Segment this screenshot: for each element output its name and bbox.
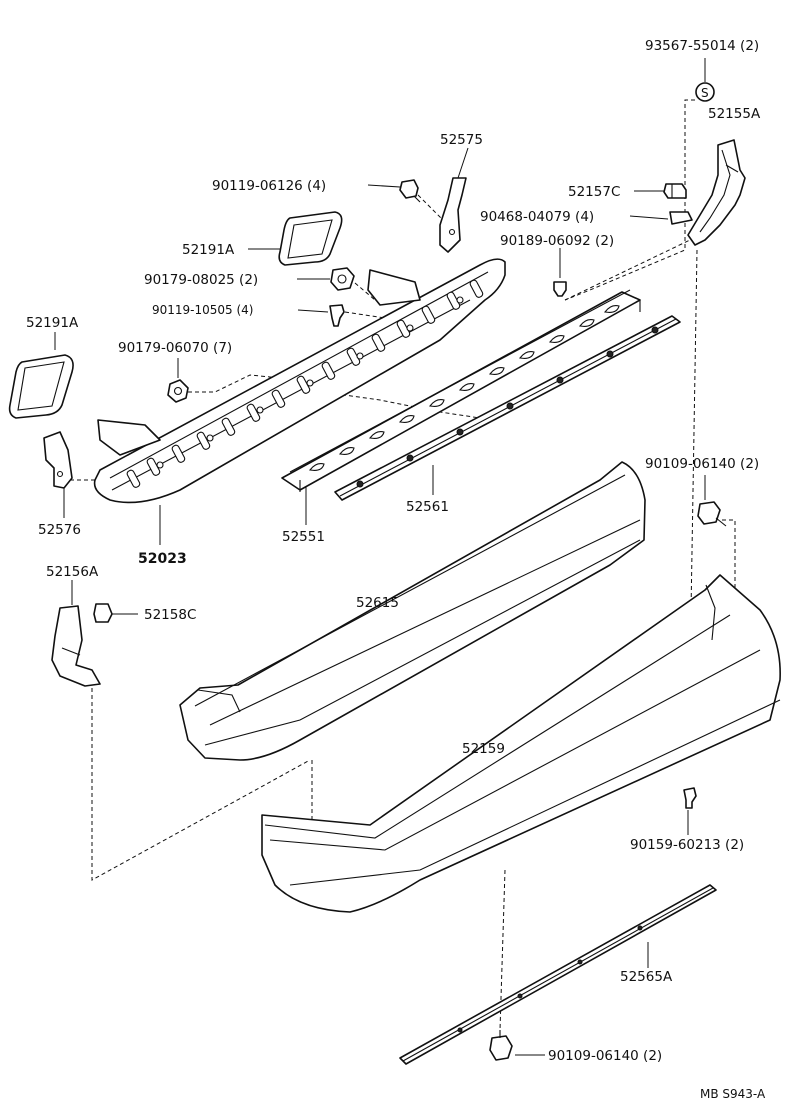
strip-52565a <box>399 884 717 1065</box>
label-90119-10505: 90119-10505 (4) <box>152 303 254 317</box>
clip-52157c <box>663 183 687 199</box>
retainer-52561 <box>334 315 681 501</box>
leader-lines <box>54 58 736 1056</box>
bolt-90109-lower <box>489 1030 513 1061</box>
label-90159: 90159-60213 (2) <box>630 837 744 853</box>
cover-52191a-lower <box>8 354 74 419</box>
bolt-90159 <box>683 787 697 809</box>
label-52565a: 52565A <box>620 969 673 985</box>
label-52157c: 52157C <box>568 184 620 200</box>
label-93567: 93567-55014 (2) <box>645 38 759 54</box>
clip-90468 <box>669 211 693 225</box>
label-90109-upper: 90109-06140 (2) <box>645 456 759 472</box>
label-90119-06126: 90119-06126 (4) <box>212 178 326 194</box>
label-90179-06070: 90179-06070 (7) <box>118 340 232 356</box>
label-90109-lower: 90109-06140 (2) <box>548 1048 662 1064</box>
label-90179-08025: 90179-08025 (2) <box>144 272 258 288</box>
washer-s-icon <box>695 82 715 102</box>
clip-52158c <box>93 603 113 623</box>
nut-90179-06070 <box>167 379 189 403</box>
bolt-90109-upper <box>697 501 727 527</box>
label-52575: 52575 <box>440 132 483 148</box>
nut-90179-08025 <box>330 267 355 291</box>
label-52159: 52159 <box>462 741 505 757</box>
labels: 93567-55014 (2) S 52155A 52575 90119-061… <box>26 38 766 1101</box>
label-52615: 52615 <box>356 595 399 611</box>
bolt-90119-10505 <box>329 304 345 327</box>
label-52551: 52551 <box>282 529 325 545</box>
label-52023: 52023 <box>138 551 187 567</box>
label-52191a-upper: 52191A <box>182 242 235 258</box>
label-90468: 90468-04079 (4) <box>480 209 594 225</box>
bracket-52575 <box>439 177 467 253</box>
footer-code: MB S943-A <box>700 1087 766 1101</box>
reinforcement-52023 <box>93 258 506 504</box>
label-52158c: 52158C <box>144 607 196 623</box>
label-52576: 52576 <box>38 522 81 538</box>
label-52191a-lower: 52191A <box>26 315 79 331</box>
bumper-52159 <box>261 574 781 913</box>
cover-52191a-upper <box>278 211 343 266</box>
bolt-90119-06126 <box>399 179 421 203</box>
bracket-52576 <box>43 431 73 489</box>
bolt-90189 <box>553 281 567 297</box>
absorber-52551 <box>281 289 641 492</box>
beam-holes <box>126 279 484 488</box>
label-s-mark: S <box>701 86 709 100</box>
label-52155a: 52155A <box>708 106 761 122</box>
label-52156a: 52156A <box>46 564 99 580</box>
cover-52615 <box>179 461 646 761</box>
absorber-cells <box>309 305 620 471</box>
bracket-52155a <box>687 139 746 246</box>
label-90189: 90189-06092 (2) <box>500 233 614 249</box>
bracket-52156a <box>51 605 101 687</box>
label-52561: 52561 <box>406 499 449 515</box>
